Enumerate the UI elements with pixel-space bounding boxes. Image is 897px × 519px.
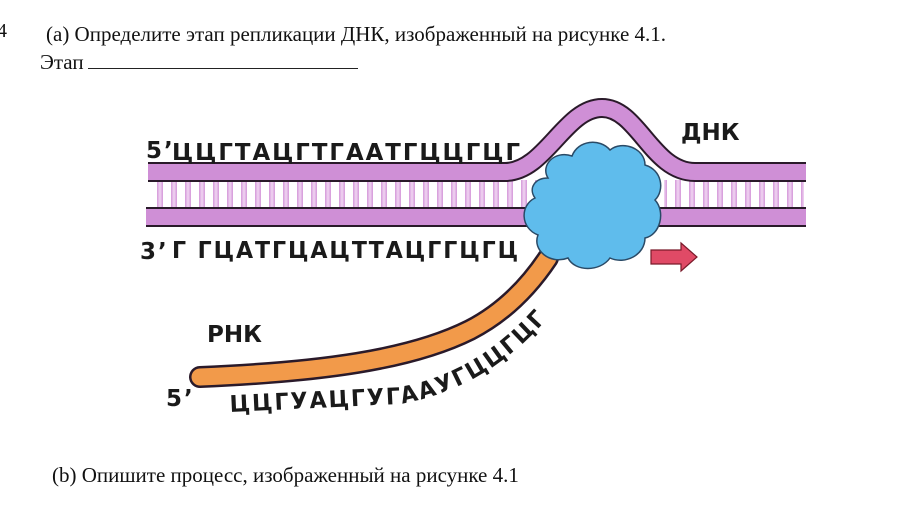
top-strand-sequence: ЦЦГТАЦГТГААТГЦЦГЦГ: [172, 140, 522, 166]
dna-label: ДНК: [681, 120, 740, 146]
rna-5-end: 5’: [166, 386, 195, 412]
stage-answer-line: Этап: [40, 50, 358, 74]
question-b: (b) Опишите процесс, изображенный на рис…: [52, 463, 519, 487]
stage-label: Этап: [40, 50, 84, 74]
bottom-strand-sequence: Г ГЦАТГЦАЦТТАЦГГЦГЦ: [172, 238, 520, 264]
direction-arrow-icon: [650, 241, 698, 273]
rna-label: РНК: [207, 322, 262, 348]
base-pair-rungs-right: [664, 180, 804, 210]
base-pair-rungs-left: [150, 180, 540, 210]
margin-mark: 4: [0, 20, 7, 42]
answer-blank[interactable]: [87, 50, 358, 69]
question-a: (a) Определите этап репликации ДНК, изоб…: [46, 22, 667, 46]
top-strand-5-end: 5’: [146, 138, 175, 164]
bottom-strand-3-end: 3’: [140, 239, 169, 265]
rna-polymerase-enzyme: [523, 141, 662, 270]
